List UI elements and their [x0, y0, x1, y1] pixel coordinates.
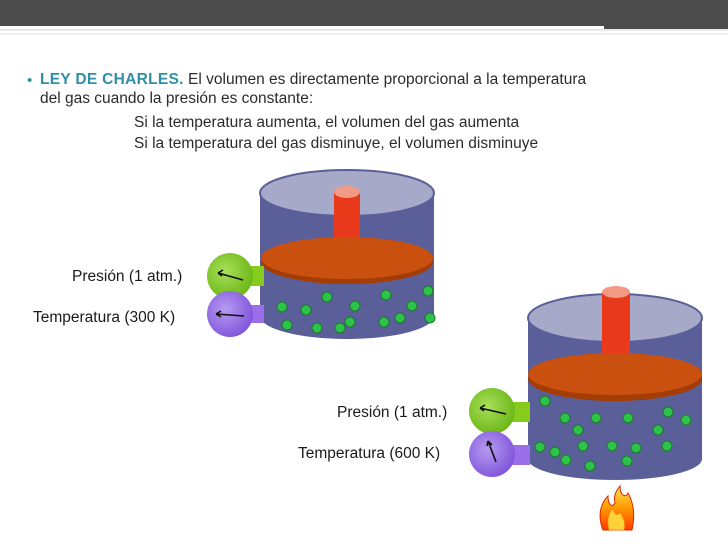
subpoint-increase: Si la temperatura aumenta, el volumen de…	[134, 114, 520, 131]
flame-icon	[599, 484, 635, 531]
molecule	[422, 285, 434, 297]
molecule	[281, 319, 293, 331]
piston-left-rod-top	[334, 186, 360, 198]
molecule	[321, 291, 333, 303]
cylinder-left-bottom	[260, 293, 434, 339]
pressure-gauge-right-stem	[512, 402, 530, 422]
pressure-label-left: Presión (1 atm.)	[72, 268, 183, 285]
molecule	[394, 312, 406, 324]
molecule	[424, 312, 436, 324]
molecule	[300, 304, 312, 316]
header-accent	[0, 26, 728, 38]
temperature-gauge-right-stem	[512, 445, 530, 465]
temperature-gauge-right	[469, 431, 515, 477]
molecule	[622, 412, 634, 424]
cylinder-right-bottom	[528, 438, 702, 480]
molecule	[584, 460, 596, 472]
molecule	[549, 446, 561, 458]
molecule	[661, 440, 673, 452]
molecule	[539, 395, 551, 407]
molecule	[311, 322, 323, 334]
pressure-label-right: Presión (1 atm.)	[337, 404, 448, 421]
molecule	[560, 454, 572, 466]
molecule	[406, 300, 418, 312]
cylinder-left	[207, 169, 436, 339]
molecules-right	[534, 395, 692, 472]
molecule	[577, 440, 589, 452]
molecule	[652, 424, 664, 436]
molecule	[349, 300, 361, 312]
piston-right	[528, 353, 702, 395]
molecule	[630, 442, 642, 454]
molecule	[334, 322, 346, 334]
molecule	[380, 289, 392, 301]
molecule	[590, 412, 602, 424]
temperature-label-left: Temperatura (300 K)	[33, 309, 176, 326]
molecule	[572, 424, 584, 436]
molecule	[606, 440, 618, 452]
molecule	[378, 316, 390, 328]
molecule	[662, 406, 674, 418]
needle-icon	[215, 310, 245, 318]
piston-left	[261, 237, 433, 279]
bullet-text-line2: del gas cuando la presión es constante:	[40, 90, 314, 107]
needle-icon	[486, 440, 497, 463]
needle-icon	[479, 404, 507, 415]
cylinder-right	[469, 286, 703, 480]
subpoint-decrease: Si la temperatura del gas disminuye, el …	[134, 135, 539, 152]
temperature-label-right: Temperatura (600 K)	[298, 445, 441, 462]
bullet-block: • LEY DE CHARLES. El volumen es directam…	[27, 70, 690, 108]
law-title: LEY DE CHARLES.	[40, 71, 184, 88]
molecule	[276, 301, 288, 313]
molecule	[621, 455, 633, 467]
molecule	[559, 412, 571, 424]
bullet-text-line1: El volumen es directamente proporcional …	[183, 71, 587, 88]
piston-right-rod-top	[602, 286, 630, 298]
bullet-dot-icon: •	[27, 72, 33, 89]
molecule	[680, 414, 692, 426]
header-bar	[0, 0, 728, 26]
molecule	[344, 316, 356, 328]
temperature-gauge-left	[207, 291, 253, 337]
molecules-left	[276, 285, 436, 334]
molecule	[534, 441, 546, 453]
needle-icon	[217, 269, 244, 281]
